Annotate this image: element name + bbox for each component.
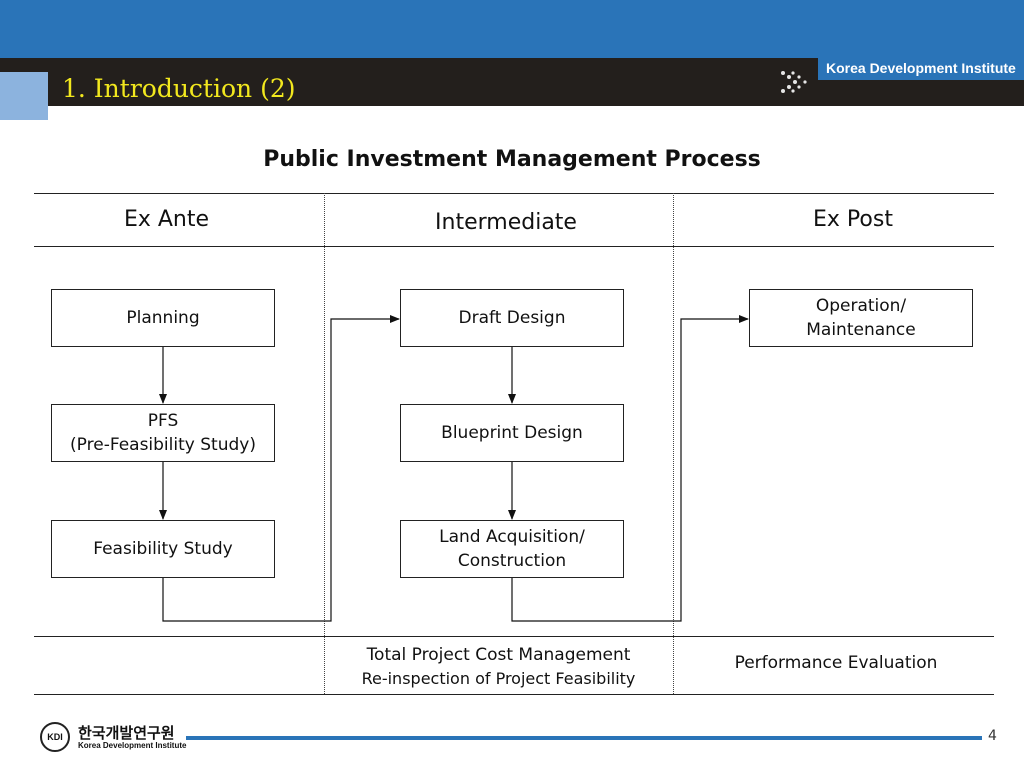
process-box-pfs: PFS (Pre-Feasibility Study) (51, 404, 275, 462)
table-rule-top (34, 193, 994, 194)
table-rule-header (34, 246, 994, 247)
box-label-line-2: Construction (457, 551, 567, 571)
slide-title: 1. Introduction (2) (62, 74, 296, 103)
box-label-line-1: Operation/ (815, 296, 907, 316)
process-box-operation-maintenance: Operation/ Maintenance (749, 289, 973, 347)
kdi-logo: KDI (40, 722, 70, 752)
phase-header-ex-ante: Ex Ante (123, 207, 210, 232)
chevrons-icon (781, 71, 807, 93)
arrow-construction-to-operation (511, 315, 749, 622)
table-rule-footer (34, 636, 994, 637)
phase-header-ex-post: Ex Post (813, 207, 893, 232)
footer-cell-line-2: Re-inspection of Project Feasibility (361, 669, 636, 688)
box-label-line-2: Maintenance (806, 320, 916, 340)
box-label-line-1: Land Acquisition/ (439, 527, 585, 547)
process-box-planning: Planning (51, 289, 275, 347)
process-box-draft-design: Draft Design (400, 289, 624, 347)
page-number: 4 (988, 728, 997, 744)
title-accent-square (0, 72, 48, 120)
process-box-feasibility-study: Feasibility Study (51, 520, 275, 578)
column-divider-1 (324, 193, 325, 694)
box-label-line-1: PFS (147, 411, 179, 431)
box-label: Planning (126, 308, 200, 328)
footer-cell-intermediate: Total Project Cost Management Re-inspect… (324, 644, 673, 690)
phase-header-intermediate: Intermediate (435, 210, 577, 235)
box-label: Blueprint Design (441, 423, 583, 443)
table-rule-bottom (34, 694, 994, 695)
footer-cell-line-1: Total Project Cost Management (366, 645, 631, 665)
process-box-blueprint-design: Blueprint Design (400, 404, 624, 462)
column-divider-2 (673, 193, 674, 694)
brand-tab (818, 58, 1024, 80)
footer-org-english: Korea Development Institute (78, 741, 187, 750)
footer-rule (186, 736, 982, 740)
arrow-feasibility-to-draft-design (162, 315, 400, 622)
box-label: Feasibility Study (93, 539, 233, 559)
process-box-land-acquisition: Land Acquisition/ Construction (400, 520, 624, 578)
footer-org-korean: 한국개발연구원 (78, 724, 175, 742)
box-label: Draft Design (458, 308, 566, 328)
top-banner (0, 0, 1024, 58)
box-label-line-2: (Pre-Feasibility Study) (70, 435, 256, 455)
diagram-heading: Public Investment Management Process (263, 147, 761, 172)
footer-cell-ex-post: Performance Evaluation (734, 653, 938, 673)
brand-name: Korea Development Institute (826, 60, 1016, 76)
